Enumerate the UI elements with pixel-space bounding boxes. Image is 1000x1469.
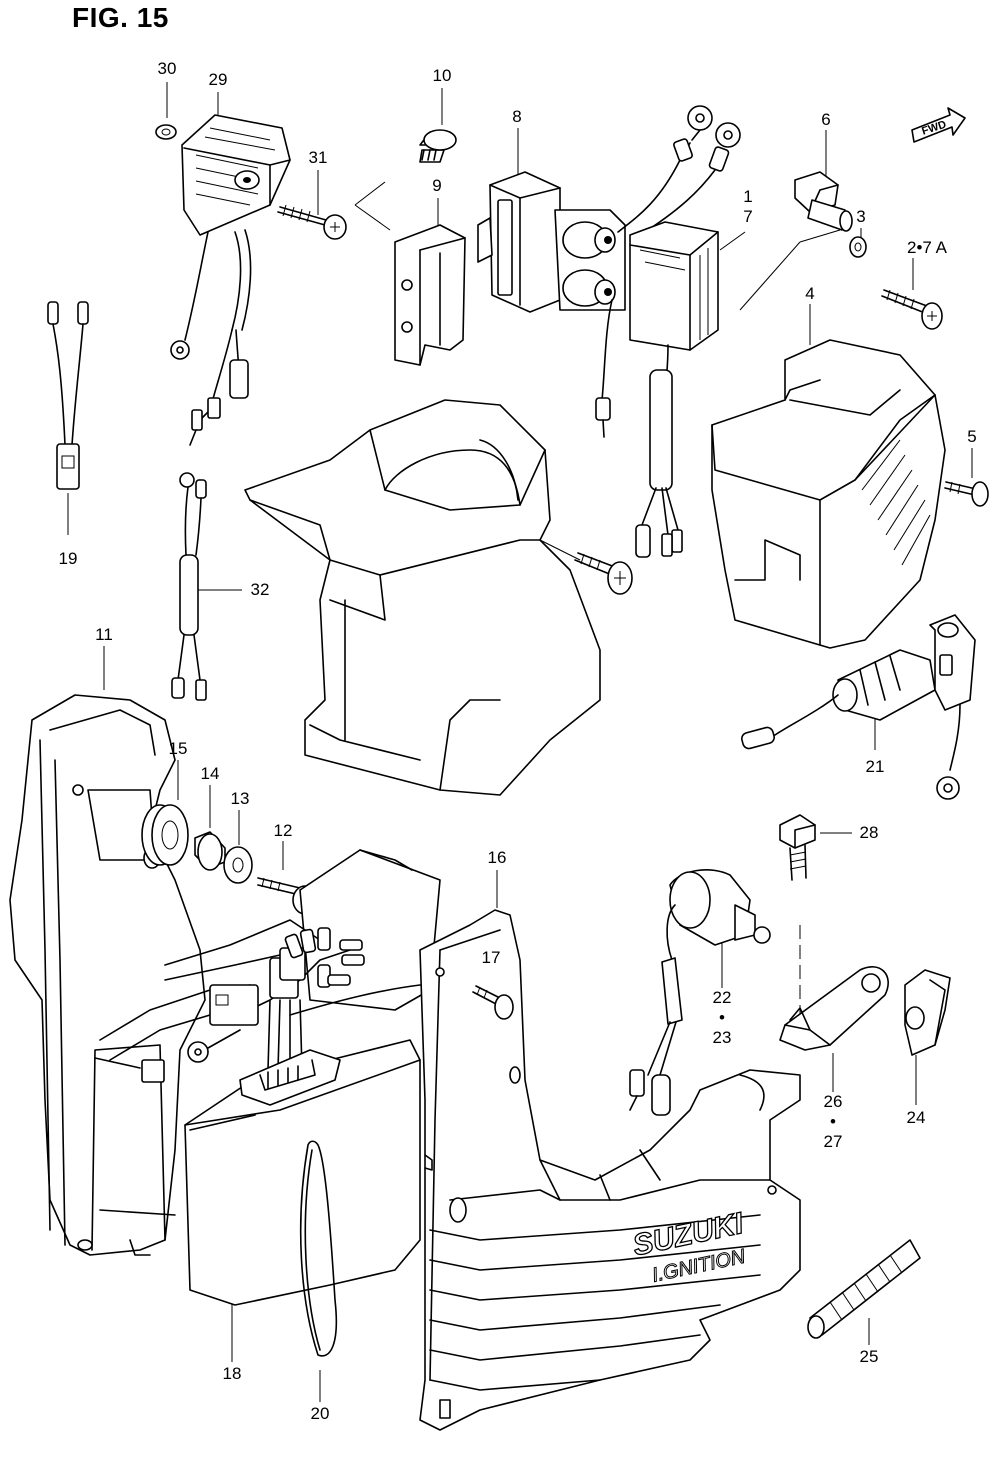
callout-18: 18 bbox=[222, 1364, 242, 1383]
callout-22-23: 22 • 23 bbox=[712, 988, 732, 1047]
callout-14: 14 bbox=[200, 764, 220, 783]
screw-10 bbox=[419, 129, 457, 163]
callout-8: 8 bbox=[512, 107, 522, 126]
callout-25: 25 bbox=[859, 1347, 879, 1366]
callout-29: 29 bbox=[208, 70, 228, 89]
callout-26-27: 26 • 27 bbox=[823, 1092, 843, 1151]
ignition-module-18 bbox=[184, 1039, 421, 1306]
bracket-9 bbox=[394, 224, 466, 366]
washer-3 bbox=[849, 236, 867, 258]
bolt-28 bbox=[779, 814, 816, 881]
connector-pins bbox=[284, 927, 365, 988]
switch-21 bbox=[741, 614, 976, 800]
callout-17: 17 bbox=[481, 948, 501, 967]
sensor-22-23 bbox=[629, 869, 771, 1116]
bolt-6 bbox=[794, 171, 853, 232]
callout-21: 21 bbox=[865, 757, 885, 776]
callout-9: 9 bbox=[432, 176, 442, 195]
lower-housing-16: SUZUKI I.GNITION bbox=[419, 909, 801, 1431]
bracket-26-27 bbox=[779, 966, 889, 1051]
callout-32: 32 bbox=[250, 580, 270, 599]
screw-2-7a bbox=[881, 289, 943, 330]
fwd-arrow-icon: FWD bbox=[911, 107, 966, 143]
rectifier-29 bbox=[170, 114, 291, 446]
callout-15: 15 bbox=[168, 739, 188, 758]
bracket-frame-11 bbox=[9, 694, 206, 1256]
wire-harness-32 bbox=[171, 472, 207, 701]
callout-30: 30 bbox=[157, 59, 177, 78]
callout-19: 19 bbox=[58, 549, 78, 568]
callout-16: 16 bbox=[487, 848, 507, 867]
sleeve-25 bbox=[807, 1239, 921, 1339]
wire-lead-19 bbox=[47, 301, 89, 490]
screw-5 bbox=[944, 481, 989, 507]
callout-4: 4 bbox=[805, 284, 815, 303]
callout-12: 12 bbox=[273, 821, 293, 840]
callout-24: 24 bbox=[906, 1108, 926, 1127]
washer-30 bbox=[155, 124, 177, 140]
callout-2-7a: 2•7 A bbox=[907, 238, 947, 257]
callout-31: 31 bbox=[308, 148, 328, 167]
callout-20: 20 bbox=[310, 1404, 330, 1423]
relay-1-7 bbox=[629, 221, 719, 558]
collar-14 bbox=[194, 831, 226, 871]
figure-title: FIG. 15 bbox=[72, 2, 169, 33]
grommet-15 bbox=[141, 804, 189, 866]
leader-lines bbox=[67, 82, 973, 1402]
relay-ring-terminals bbox=[639, 105, 741, 236]
upper-housing bbox=[244, 399, 601, 796]
cover-4 bbox=[711, 339, 946, 649]
starter-relay-8 bbox=[477, 159, 681, 438]
screw-housing bbox=[574, 552, 633, 595]
callout-11: 11 bbox=[95, 625, 113, 644]
seal-ring-20 bbox=[299, 1140, 338, 1357]
callout-1-7: 1 7 bbox=[743, 187, 753, 226]
screw-17 bbox=[472, 985, 514, 1020]
callout-3: 3 bbox=[856, 207, 866, 226]
screw-31 bbox=[277, 204, 347, 240]
callout-13: 13 bbox=[230, 789, 250, 808]
callout-28: 28 bbox=[859, 823, 879, 842]
washer-13 bbox=[223, 846, 253, 884]
clip-24 bbox=[904, 969, 951, 1056]
callout-6: 6 bbox=[821, 110, 831, 129]
callout-5: 5 bbox=[967, 427, 977, 446]
callout-10: 10 bbox=[432, 66, 452, 85]
main-wiring-harness bbox=[94, 849, 441, 1083]
